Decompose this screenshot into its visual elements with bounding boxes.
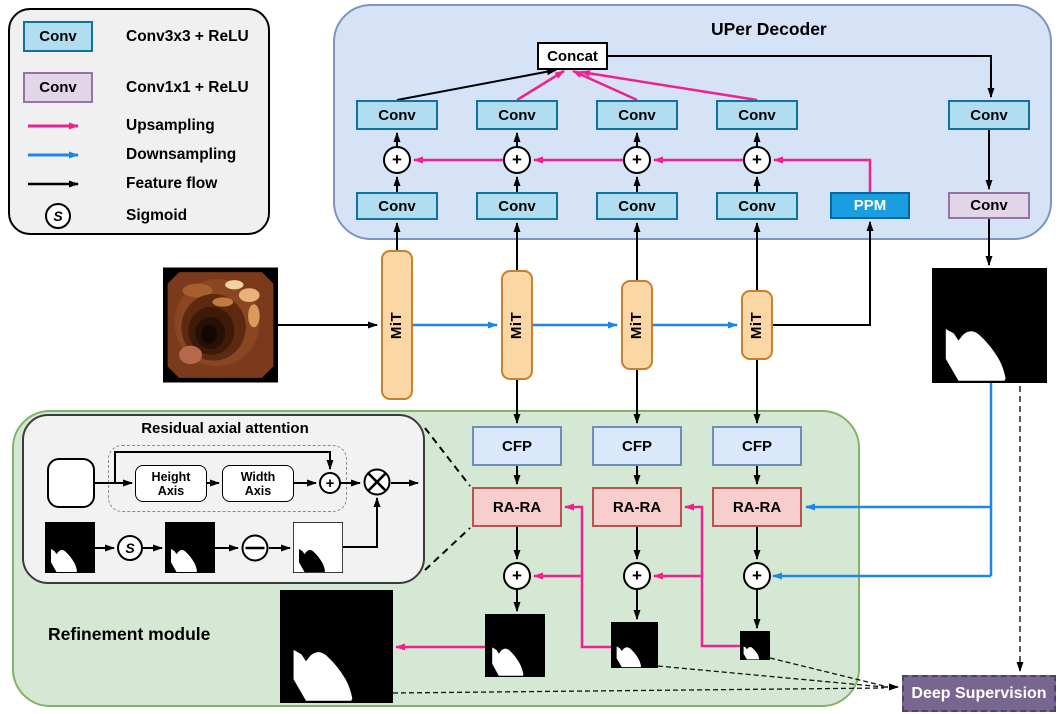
rara-node-3: RA-RA <box>712 487 802 527</box>
final-refined-mask <box>280 590 393 703</box>
raa-dashed-group <box>108 445 347 512</box>
decoder-plus-node-2: + <box>503 146 531 174</box>
ppm-node: PPM <box>830 192 910 219</box>
input-endoscopy-image <box>163 267 278 383</box>
decoder-conv-top-1: Conv <box>356 100 438 130</box>
decoder-output-mask <box>932 268 1047 383</box>
raa-sigmoid-node: S <box>117 535 143 561</box>
decoder-plus-node-3: + <box>623 146 651 174</box>
decoder-conv-top-3: Conv <box>596 100 678 130</box>
refine-plus-node-2: + <box>623 562 651 590</box>
refinement-title: Refinement module <box>48 624 211 644</box>
uper-decoder-panel <box>333 4 1052 240</box>
decoder-conv-bottom-1: Conv <box>356 192 438 220</box>
raa-title: Residual axial attention <box>141 420 309 437</box>
refine-plus-node-1: + <box>503 562 531 590</box>
decoder-conv-right-3x3: Conv <box>948 100 1030 130</box>
raa-input-feature <box>47 458 95 508</box>
legend-conv1x1-label: Conv1x1 + ReLU <box>126 78 249 96</box>
decoder-conv-bottom-2: Conv <box>476 192 558 220</box>
legend-conv3x3-box: Conv <box>23 21 93 52</box>
cfp-node-3: CFP <box>712 426 802 466</box>
legend-sigmoid-icon: S <box>45 203 71 229</box>
refine-mask-1 <box>485 614 545 677</box>
decoder-plus-node-1: + <box>383 146 411 174</box>
legend-feature-flow-label: Feature flow <box>126 175 218 192</box>
subtract-node <box>241 534 269 562</box>
decoder-conv-top-4: Conv <box>716 100 798 130</box>
uper-decoder-title: UPer Decoder <box>711 19 827 39</box>
rara-node-1: RA-RA <box>472 487 562 527</box>
cfp-node-2: CFP <box>592 426 682 466</box>
width-axis-node: Width Axis <box>222 465 294 502</box>
decoder-conv-top-2: Conv <box>476 100 558 130</box>
multiply-node <box>363 468 391 496</box>
legend-sigmoid-label: Sigmoid <box>126 207 188 224</box>
rara-node-2: RA-RA <box>592 487 682 527</box>
decoder-conv-right-1x1: Conv <box>948 192 1030 219</box>
legend-upsampling-label: Upsampling <box>126 117 215 134</box>
raa-mask-sigmoid <box>165 522 215 573</box>
mit-stage-3: MiT <box>621 280 653 370</box>
refine-mask-3 <box>740 631 770 660</box>
refine-plus-node-3: + <box>743 562 771 590</box>
mit-stage-2: MiT <box>501 270 533 380</box>
mit-stage-4: MiT <box>741 290 773 360</box>
mit-stage-1: MiT <box>381 250 413 400</box>
legend-conv1x1-box: Conv <box>23 72 93 103</box>
raa-mask-input <box>45 522 95 573</box>
decoder-conv-bottom-4: Conv <box>716 192 798 220</box>
refine-mask-2 <box>611 622 658 668</box>
raa-mask-reversed <box>293 522 343 573</box>
decoder-conv-bottom-3: Conv <box>596 192 678 220</box>
height-axis-node: Height Axis <box>135 465 207 502</box>
legend-downsampling-label: Downsampling <box>126 146 237 163</box>
concat-node: Concat <box>537 42 608 70</box>
raa-plus-node: + <box>319 472 341 494</box>
cfp-node-1: CFP <box>472 426 562 466</box>
decoder-plus-node-4: + <box>743 146 771 174</box>
deep-supervision-node: Deep Supervision <box>902 675 1056 712</box>
legend-conv3x3-label: Conv3x3 + ReLU <box>126 27 249 45</box>
